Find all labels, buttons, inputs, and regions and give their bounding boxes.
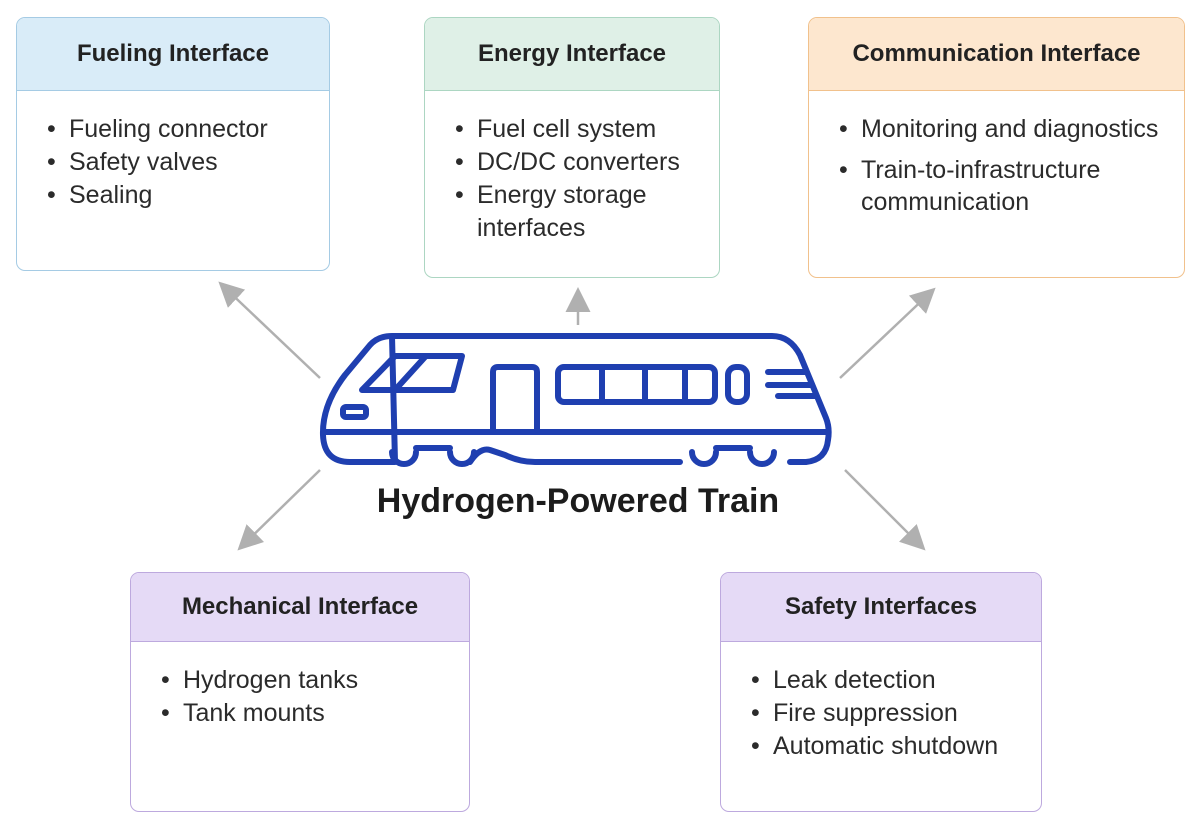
list-item: Safety valves bbox=[17, 146, 329, 179]
list-item: Hydrogen tanks bbox=[131, 664, 469, 697]
list-item: Monitoring and diagnostics bbox=[809, 113, 1164, 146]
fueling-interface-box: Fueling Interface Fueling connectorSafet… bbox=[16, 17, 330, 271]
list-item: DC/DC converters bbox=[425, 146, 705, 179]
list-item: Fire suppression bbox=[721, 697, 1041, 730]
list-item: Automatic shutdown bbox=[721, 730, 1041, 763]
arrow-to-mechanical bbox=[237, 469, 321, 551]
list-item: Fuel cell system bbox=[425, 113, 705, 146]
box-header: Safety Interfaces bbox=[721, 573, 1041, 642]
box-header: Mechanical Interface bbox=[131, 573, 469, 642]
train-icon bbox=[319, 333, 832, 467]
box-header: Fueling Interface bbox=[17, 18, 329, 91]
arrow-to-fueling bbox=[218, 281, 321, 379]
list-item: Leak detection bbox=[721, 664, 1041, 697]
list-item: Energy storage interfaces bbox=[425, 179, 705, 245]
box-header: Communication Interface bbox=[809, 18, 1184, 91]
diagram-title: Hydrogen-Powered Train bbox=[376, 482, 780, 520]
arrow-to-communication bbox=[839, 287, 936, 379]
list-item: Fueling connector bbox=[17, 113, 329, 146]
safety-interfaces-box: Safety Interfaces Leak detectionFire sup… bbox=[720, 572, 1042, 812]
box-header: Energy Interface bbox=[425, 18, 719, 91]
list-item: Tank mounts bbox=[131, 697, 469, 730]
list-item: Train-to-infrastructure communication bbox=[809, 154, 1164, 219]
arrow-to-safety bbox=[844, 469, 926, 551]
list-item: Sealing bbox=[17, 179, 329, 212]
communication-interface-box: Communication Interface Monitoring and d… bbox=[808, 17, 1185, 278]
energy-interface-box: Energy Interface Fuel cell systemDC/DC c… bbox=[424, 17, 720, 278]
mechanical-interface-box: Mechanical Interface Hydrogen tanksTank … bbox=[130, 572, 470, 812]
